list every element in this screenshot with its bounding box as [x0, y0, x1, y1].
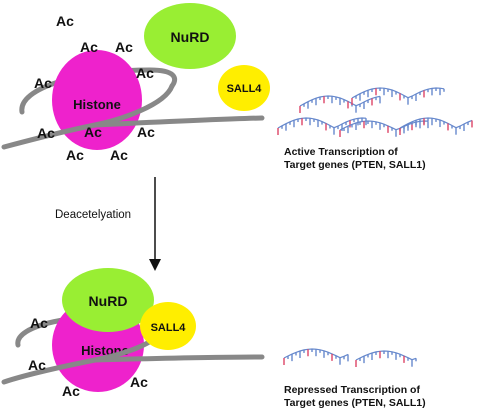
top-transcripts [277, 87, 473, 137]
top-transcript-3 [277, 117, 367, 135]
bottom-ac-2: Ac [28, 357, 46, 373]
top-transcript-2 [351, 87, 445, 105]
bottom-complex: Histone NuRD SALL4 Ac Ac Ac Ac [1, 268, 265, 399]
repressed-caption-line-2: Target genes (PTEN, SALL1) [284, 397, 426, 409]
bottom-transcript-2 [355, 350, 417, 367]
top-ac-10: Ac [110, 147, 128, 163]
top-ac-8: Ac [84, 124, 102, 140]
repressed-caption-line-1: Repressed Transcription of [284, 384, 420, 396]
top-nurd [144, 3, 236, 69]
top-transcript-1 [299, 95, 381, 113]
top-sall4 [218, 65, 270, 111]
active-caption-line-1: Active Transcription of [284, 146, 398, 158]
deacetylation-label: Deacetelyation [55, 209, 132, 221]
bottom-transcript-1 [283, 348, 349, 365]
bottom-ac-3: Ac [130, 374, 148, 390]
top-ac-6: Ac [137, 124, 155, 140]
top-histone-label: Histone [73, 97, 121, 112]
bottom-ac-1: Ac [30, 315, 48, 331]
top-transcript-4 [339, 120, 429, 137]
bottom-ac-4: Ac [62, 383, 80, 399]
top-dna-tail [92, 115, 265, 128]
top-ac-5: Ac [136, 65, 154, 81]
top-complex: Histone NuRD SALL4 Ac Ac Ac Ac Ac Ac Ac … [1, 3, 270, 163]
top-transcript-5 [399, 117, 473, 135]
bottom-nurd-label: NuRD [89, 293, 128, 309]
bottom-sall4 [140, 302, 196, 350]
top-ac-7: Ac [37, 125, 55, 141]
top-ac-9: Ac [66, 147, 84, 163]
top-ac-3: Ac [115, 39, 133, 55]
bottom-sall4-label: SALL4 [151, 322, 187, 334]
top-nurd-label: NuRD [171, 29, 210, 45]
top-ac-1: Ac [56, 13, 74, 29]
active-caption-line-2: Target genes (PTEN, SALL1) [284, 159, 426, 171]
active-transcription-caption: Active Transcription of Target genes (PT… [284, 146, 426, 172]
bottom-transcripts [283, 348, 417, 367]
repressed-transcription-caption: Repressed Transcription of Target genes … [284, 384, 426, 410]
top-ac-2: Ac [80, 39, 98, 55]
top-ac-4: Ac [34, 75, 52, 91]
bottom-nurd [62, 268, 154, 332]
top-sall4-label: SALL4 [227, 83, 263, 95]
bottom-dna-tail [92, 354, 265, 363]
